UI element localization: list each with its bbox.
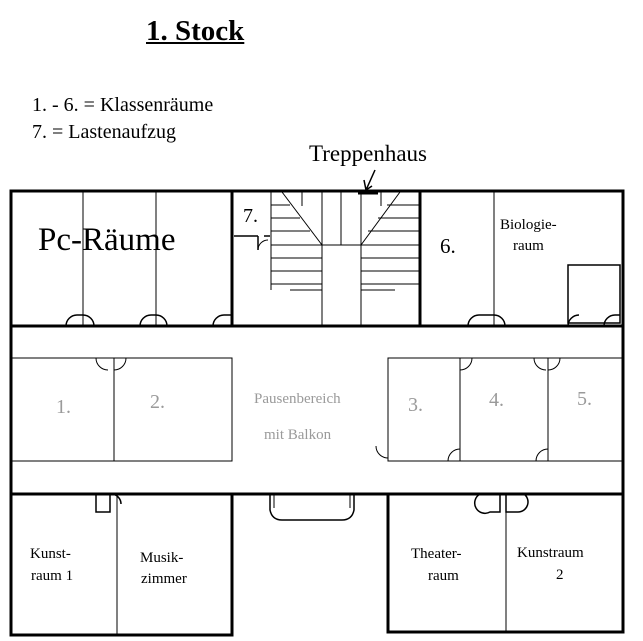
lower-wings (9, 326, 625, 637)
room-label-6: 6. (440, 234, 456, 258)
room-label-1: 1. (56, 396, 71, 418)
balcony (269, 494, 355, 521)
page-title: 1. Stock (146, 15, 245, 47)
room-label-theater-1: Theater- (411, 546, 462, 562)
staircase-label: Treppenhaus (309, 141, 427, 166)
room-label-kunst1-1: Kunst- (30, 546, 71, 562)
upper-doors (65, 314, 620, 327)
middle-doors (95, 357, 561, 462)
room-label-2: 2. (150, 391, 165, 413)
staircase-arrow (363, 169, 376, 193)
elevator-wall (234, 235, 270, 250)
room-label-kunst2-2: 2 (556, 567, 564, 583)
room-label-biology-2: raum (513, 238, 544, 254)
room-label-kunst2-1: Kunstraum (517, 545, 584, 561)
room-label-pc: Pc-Räume (38, 222, 176, 258)
room-label-elevator: 7. (243, 205, 258, 227)
room-label-musik-2: zimmer (141, 571, 187, 587)
lower-doors (95, 493, 529, 515)
room-label-biology-1: Biologie- (500, 217, 557, 233)
room-label-3: 3. (408, 394, 423, 416)
room-label-5: 5. (577, 388, 592, 410)
break-area-label-2: mit Balkon (264, 427, 332, 443)
staircase (270, 191, 421, 326)
middle-left-block (11, 357, 233, 462)
room-label-musik-1: Musik- (140, 550, 184, 566)
upper-wing-outline (9, 189, 625, 328)
elevator-door (257, 239, 269, 251)
legend-line-classrooms: 1. - 6. = Klassenräume (32, 94, 214, 116)
room-label-theater-2: raum (428, 568, 459, 584)
room-label-kunst1-2: raum 1 (31, 568, 74, 584)
biology-storage (567, 264, 621, 324)
break-area-label-1: Pausenbereich (254, 391, 341, 407)
legend-line-elevator: 7. = Lastenaufzug (32, 121, 177, 143)
room-label-4: 4. (489, 389, 504, 411)
